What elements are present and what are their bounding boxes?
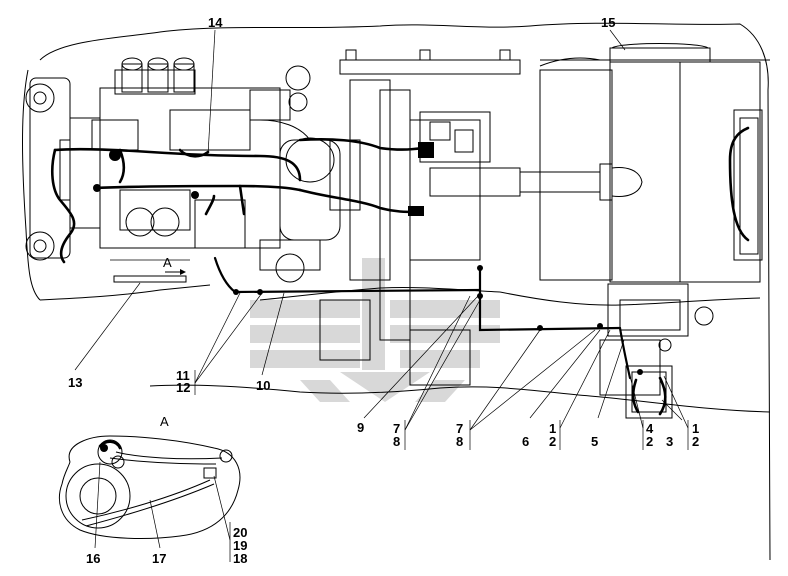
detail-view-a [58, 435, 241, 539]
chassis-frame [22, 22, 771, 561]
callout-10: 10 [256, 378, 270, 393]
leader-lines [74, 29, 689, 562]
callout-8b: 8 [456, 434, 463, 449]
detail-view-label: A [160, 414, 169, 429]
propeller-shaft [419, 111, 643, 201]
callout-20: 20 [233, 525, 247, 540]
rear-lamp-harness [728, 126, 750, 242]
view-marker-label: A [163, 255, 172, 270]
callout-11: 11 [176, 368, 190, 383]
callout-6: 6 [522, 434, 529, 449]
callout-13: 13 [68, 375, 82, 390]
callout-18: 18 [233, 551, 247, 566]
callout-15: 15 [601, 15, 615, 30]
callout-9: 9 [357, 420, 364, 435]
callout-14: 14 [208, 15, 223, 30]
engine-block [25, 57, 361, 283]
battery-box [625, 365, 673, 419]
callout-8a: 8 [393, 434, 400, 449]
watermark-logo [250, 258, 500, 402]
view-marker: A [163, 255, 186, 275]
callout-12: 12 [176, 380, 190, 395]
callout-16: 16 [86, 551, 100, 566]
callout-1a: 1 [549, 421, 556, 436]
callout-17: 17 [152, 551, 166, 566]
callout-2b: 2 [646, 434, 653, 449]
callout-5: 5 [591, 434, 598, 449]
callout-2c: 2 [692, 434, 699, 449]
callout-4: 4 [646, 421, 654, 436]
callout-19: 19 [233, 538, 247, 553]
callout-2a: 2 [549, 434, 556, 449]
callout-7a: 7 [393, 421, 400, 436]
engine-wiring-harness [50, 137, 434, 264]
callout-7b: 7 [456, 421, 463, 436]
callout-3: 3 [666, 434, 673, 449]
callout-1b: 1 [692, 421, 699, 436]
callout-labels: 14 15 13 11 12 10 9 7 8 7 8 6 1 2 5 4 2 … [68, 15, 699, 566]
